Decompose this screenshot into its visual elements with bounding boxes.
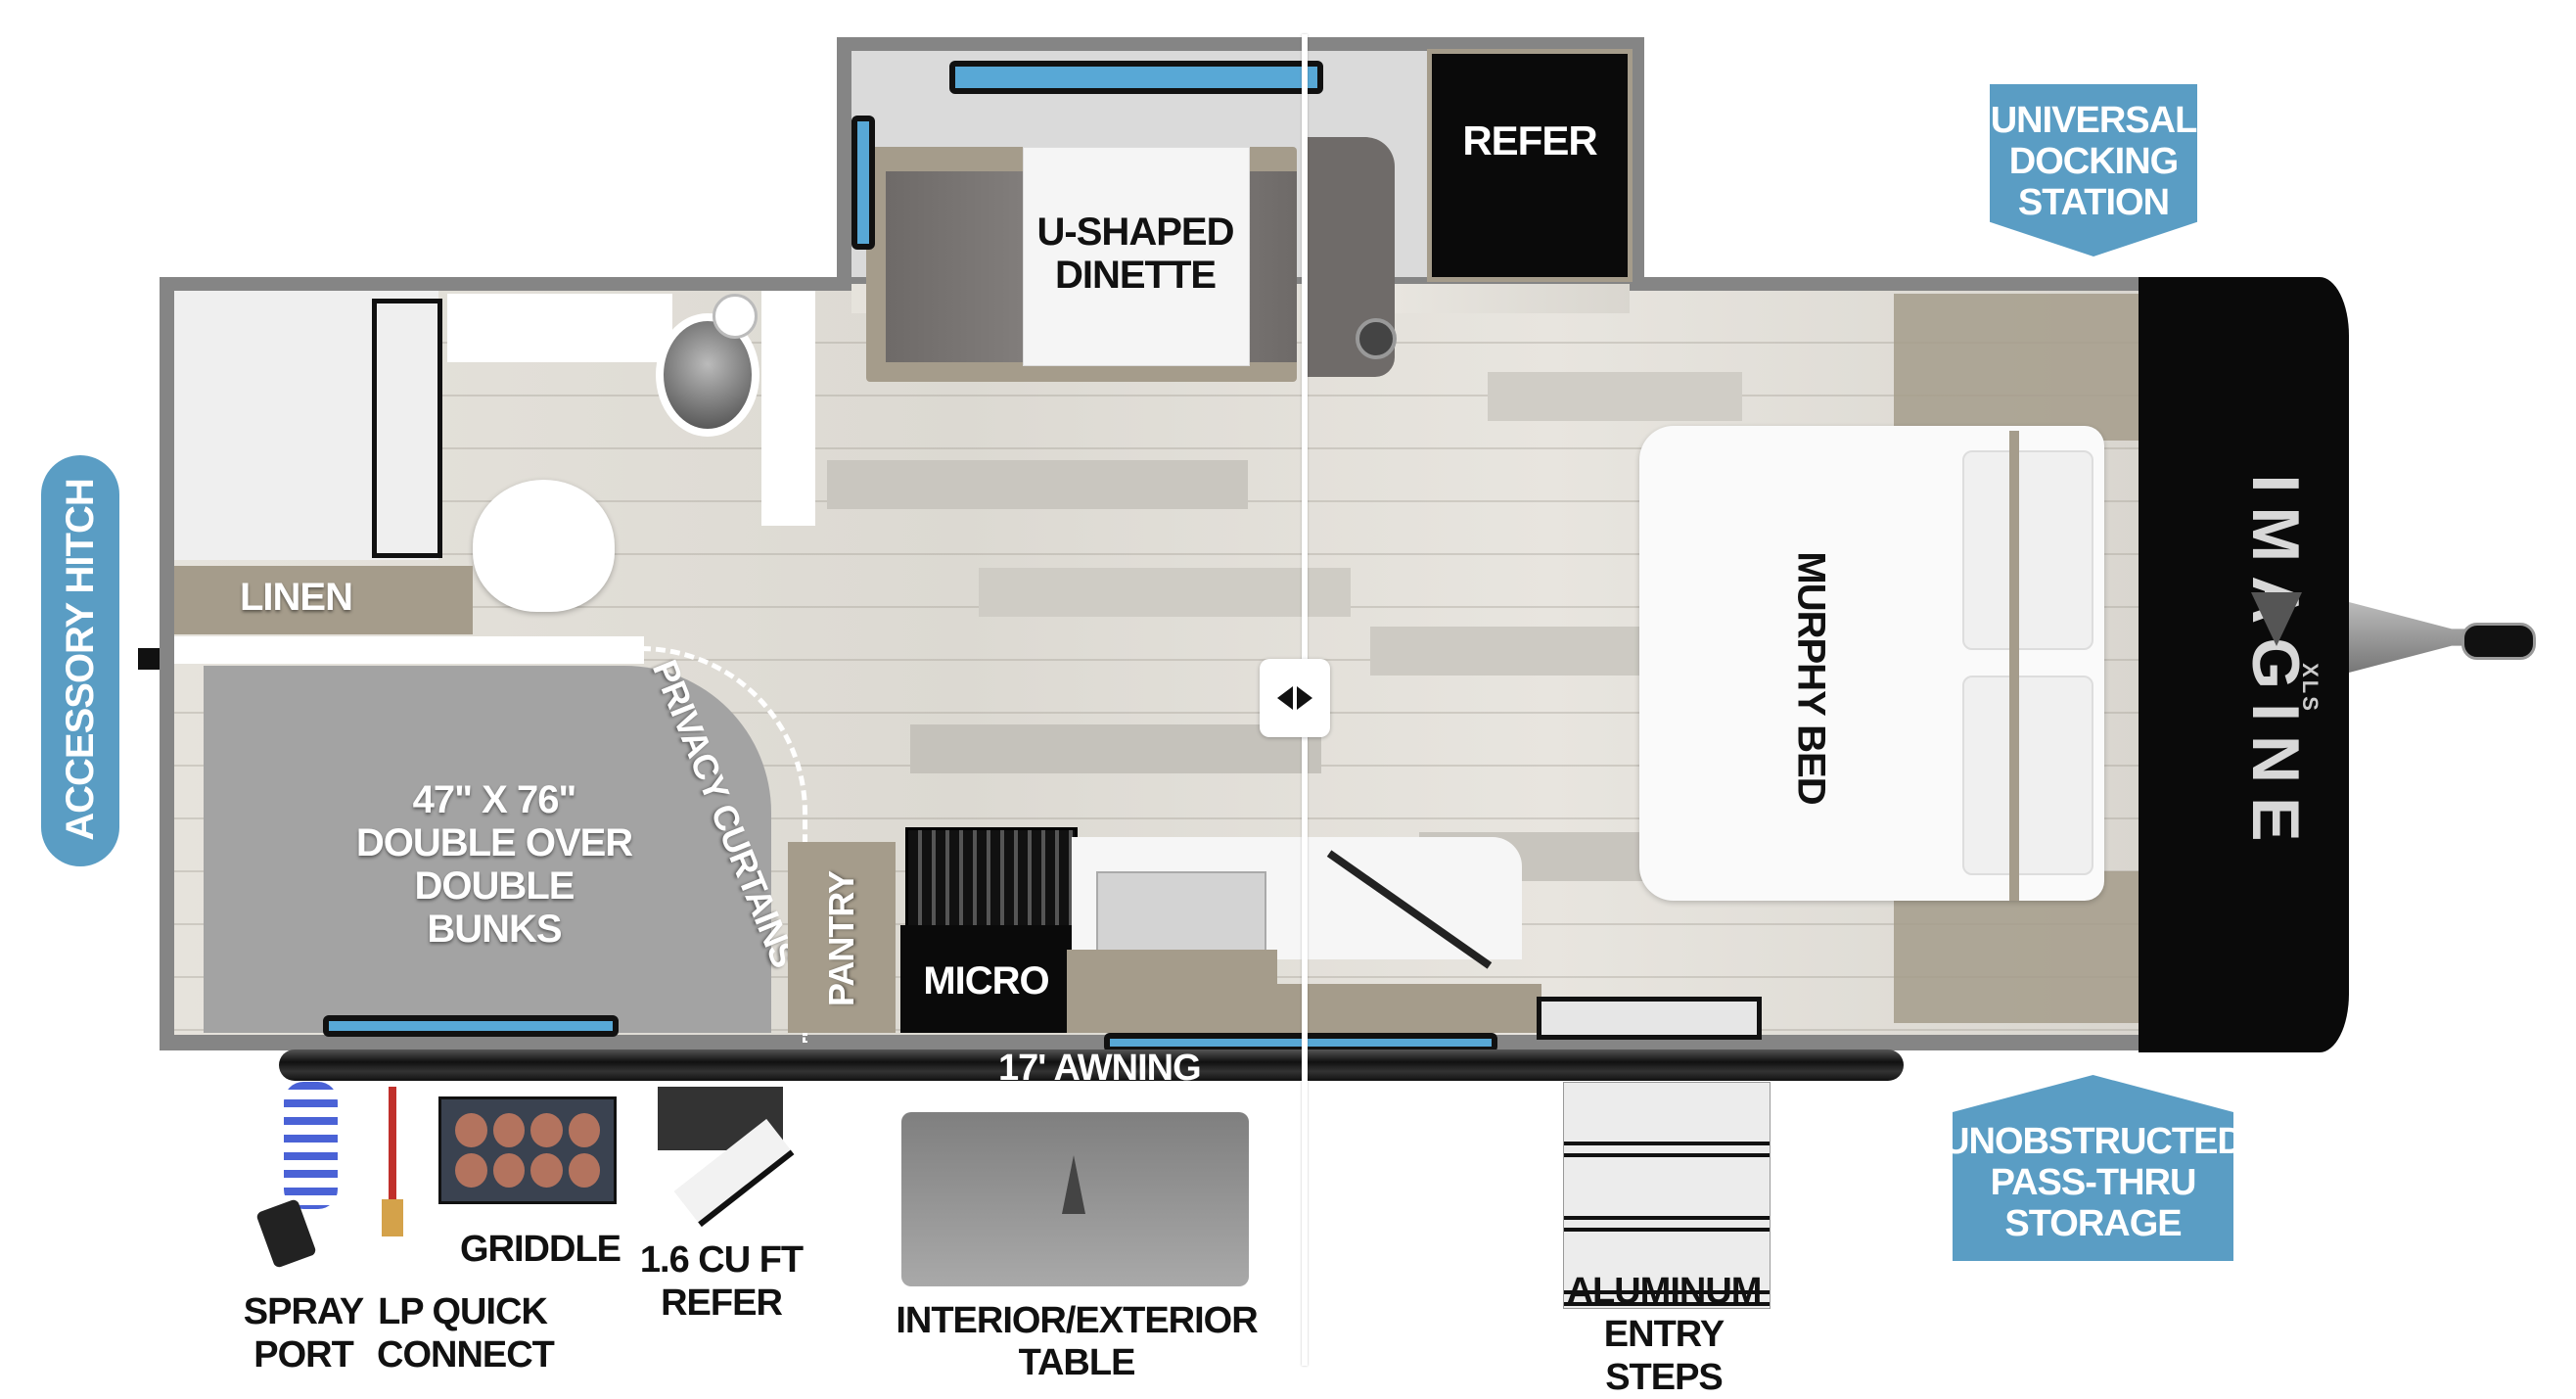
dinette-label: U-SHAPED DINETTE	[1036, 210, 1235, 297]
outdoor-refer-label: 1.6 CU FT REFER	[639, 1239, 804, 1324]
table-label: INTERIOR/EXTERIOR TABLE	[896, 1300, 1258, 1383]
burner-icon	[455, 1153, 487, 1188]
pantry	[788, 842, 896, 1033]
lp-fitting-icon	[382, 1199, 403, 1236]
pillow	[1962, 676, 2093, 875]
hitch-coupler-icon	[2461, 623, 2536, 660]
burner-icon	[492, 1113, 525, 1147]
griddle-label: GRIDDLE	[460, 1229, 621, 1270]
accessory-hitch-label: ACCESSORY HITCH	[59, 479, 102, 841]
dinette-window-side	[851, 116, 875, 250]
universal-docking-badge: UNIVERSAL DOCKING STATION	[1990, 84, 2197, 256]
pantry-label: PANTRY	[821, 871, 861, 1006]
floor-plank	[1488, 372, 1742, 421]
refrigerator-label: REFER	[1462, 117, 1597, 163]
grand-design-logo-icon	[2251, 592, 2302, 646]
entry-steps-label: ALUMINUM ENTRY STEPS	[1566, 1271, 1763, 1398]
shower-door	[372, 299, 442, 558]
lp-hose-icon	[389, 1087, 396, 1209]
bed-frame-rail	[2009, 431, 2019, 901]
entry-mat	[1537, 997, 1762, 1040]
toilet-paper-icon	[713, 294, 758, 339]
bunk-header	[174, 636, 644, 664]
compare-slider-handle[interactable]	[1260, 659, 1330, 737]
awning-label: 17' AWNING	[998, 1048, 1202, 1089]
bunk-window	[323, 1015, 619, 1037]
murphy-bed-label: MURPHY BED	[1789, 551, 1833, 805]
floor-plank	[827, 460, 1248, 509]
kitchen-drawers	[1067, 950, 1277, 1033]
accessory-hitch-badge: ACCESSORY HITCH	[41, 455, 119, 866]
universal-docking-label: UNIVERSAL DOCKING STATION	[1990, 100, 2197, 223]
burner-icon	[568, 1113, 600, 1147]
floor-plank	[910, 724, 1321, 773]
burner-icon	[492, 1153, 525, 1188]
toilet-icon	[473, 480, 615, 612]
compass-logo-icon	[1062, 1155, 1085, 1214]
microwave	[900, 925, 1072, 1033]
griddle-icon	[438, 1096, 617, 1204]
pass-thru-storage-badge: UNOBSTRUCTED PASS-THRU STORAGE	[1953, 1075, 2233, 1261]
floor-plank	[979, 568, 1351, 617]
micro-label: MICRO	[923, 959, 1049, 1003]
arrow-right-icon	[1297, 686, 1312, 710]
spray-port-label: SPRAY PORT	[243, 1291, 364, 1376]
burner-icon	[530, 1153, 563, 1188]
dinette-table	[1023, 147, 1250, 366]
linen-label: LINEN	[240, 576, 353, 619]
bunks-label: 47" x 76" DOUBLE OVER DOUBLE BUNKS	[355, 778, 633, 951]
entry-steps-icon	[1563, 1082, 1771, 1309]
trim-logo: XLS	[2298, 663, 2323, 714]
wardrobe-top	[1894, 294, 2139, 441]
spray-port-hose-icon	[284, 1082, 338, 1209]
pass-thru-storage-label: UNOBSTRUCTED PASS-THRU STORAGE	[1943, 1121, 2243, 1244]
shower	[174, 291, 438, 560]
arrow-left-icon	[1277, 686, 1293, 710]
bathroom-wall	[761, 291, 815, 526]
burner-icon	[568, 1153, 600, 1188]
cupholder-icon	[1356, 318, 1397, 359]
burner-icon	[530, 1113, 563, 1147]
lp-quick-connect-label: LP QUICK CONNECT	[377, 1291, 555, 1376]
pillow	[1962, 450, 2093, 650]
bathroom-vanity	[447, 294, 672, 362]
linen-cabinet	[174, 566, 473, 634]
entertainment-shelf	[1277, 984, 1541, 1033]
accessory-hitch-receiver	[138, 648, 160, 670]
dinette-window-top	[949, 61, 1323, 94]
burner-icon	[455, 1113, 487, 1147]
front-cap	[2139, 277, 2349, 1052]
floor-plank	[1370, 627, 1664, 676]
refrigerator	[1427, 49, 1633, 282]
awning	[279, 1049, 1904, 1081]
